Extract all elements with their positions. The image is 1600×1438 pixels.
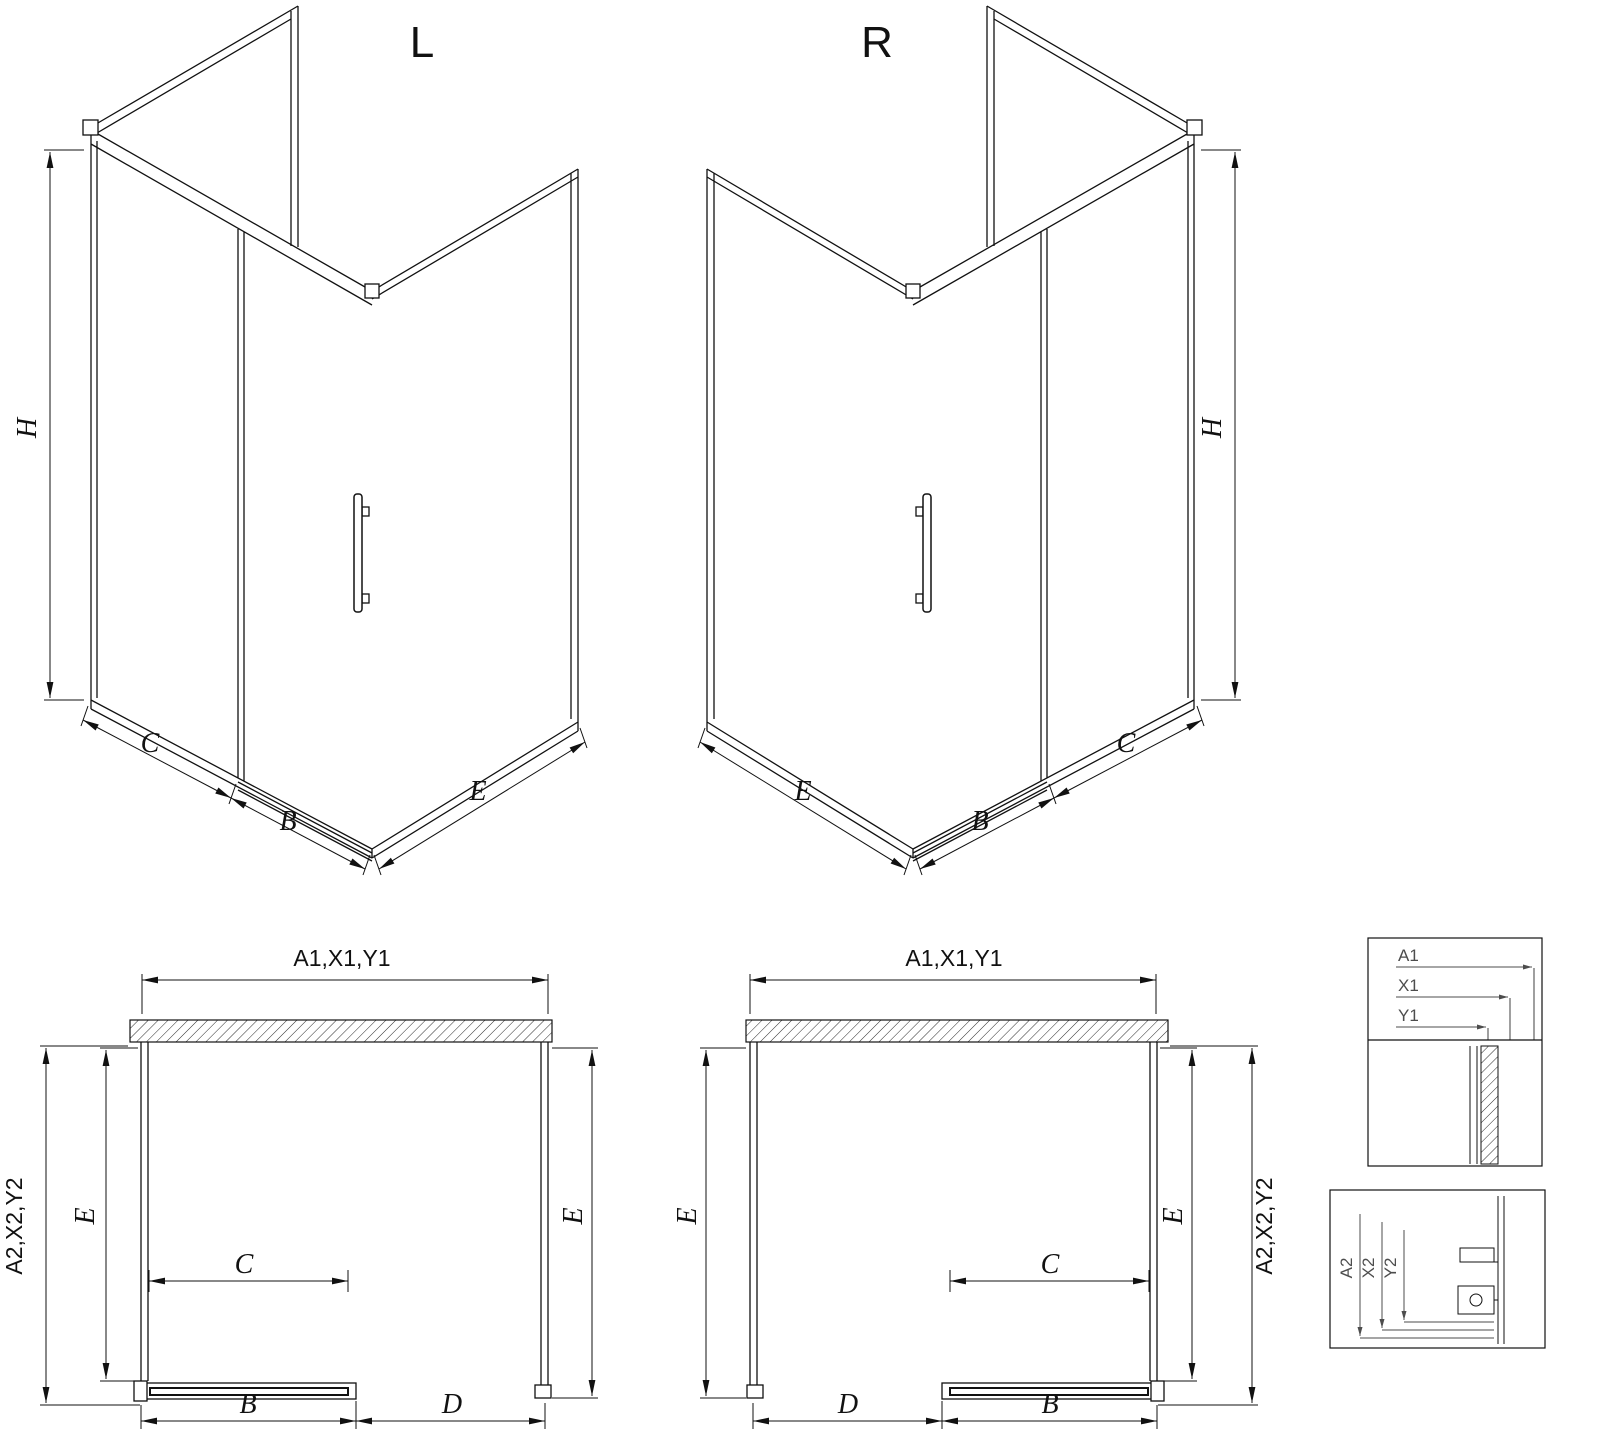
dim-d: D	[356, 1389, 546, 1429]
wall-hatch	[1480, 1045, 1499, 1165]
detail-label-x1: X1	[1398, 976, 1419, 995]
glass-profile	[1497, 1196, 1505, 1344]
side-panel-left	[706, 168, 914, 850]
detail-label-a1: A1	[1398, 946, 1419, 965]
plan-view-right: A1,X1,Y1 C E E	[672, 945, 1277, 1429]
far-side-panel	[90, 5, 299, 247]
detail-label-a2: A2	[1337, 1258, 1356, 1279]
door-track-assembly	[133, 1380, 357, 1402]
plan-view-left: A1,X1,Y1 C E A2,X2,Y2	[1, 945, 598, 1429]
corner-profile-left	[746, 1384, 764, 1399]
corner-post	[905, 283, 921, 299]
glass-profile	[1469, 1046, 1478, 1164]
dim-e-right: E	[1158, 1047, 1197, 1382]
dim-label-c: C	[1041, 1249, 1060, 1280]
dim-c: C	[1048, 705, 1205, 805]
glass-side-left	[140, 1042, 149, 1381]
far-side-panel	[986, 5, 1195, 247]
door-handle	[915, 493, 932, 613]
dim-label-c: C	[1117, 728, 1136, 759]
dim-label-h: H	[12, 416, 43, 439]
glass-side-left	[749, 1042, 758, 1398]
iso-view-right: R H E	[697, 5, 1241, 876]
dim-e: E	[697, 727, 912, 876]
dim-label-e: E	[468, 776, 486, 807]
detail-section-top: A1 X1 Y1	[1367, 937, 1543, 1167]
sliding-door-panel	[949, 1387, 1149, 1396]
detail-section-bottom: A2 X2 Y2	[1329, 1189, 1546, 1349]
detail-label-y2: Y2	[1381, 1258, 1400, 1279]
dim-e-right: E	[552, 1047, 598, 1399]
dim-label-b: B	[279, 806, 296, 837]
sliding-door-panel	[149, 1387, 349, 1396]
dim-width-a1: A1,X1,Y1	[141, 945, 549, 1014]
glass-side-right	[1149, 1042, 1158, 1381]
detail-labels: A1 X1 Y1	[1396, 946, 1532, 1030]
dim-label-b: B	[971, 806, 988, 837]
side-panel-right	[371, 168, 579, 850]
dim-label-e-left: E	[672, 1207, 703, 1225]
wall-bracket	[1186, 119, 1203, 136]
wall-bracket	[82, 119, 99, 136]
detail-frame	[1329, 1189, 1546, 1349]
dim-label-b: B	[239, 1389, 256, 1420]
front-door-wall	[90, 129, 373, 862]
dim-label-e-right: E	[1158, 1207, 1189, 1225]
front-door-wall	[912, 129, 1195, 862]
view-title-right: R	[861, 18, 893, 67]
dim-label-e-right: E	[558, 1207, 589, 1225]
dim-label-b: B	[1041, 1389, 1058, 1420]
corner-post	[364, 283, 380, 299]
wall-section-hatched	[745, 1019, 1169, 1043]
dim-height-h: H	[12, 149, 84, 701]
base-tray	[706, 700, 1195, 859]
dim-width-a1: A1,X1,Y1	[749, 945, 1157, 1014]
dim-label-e: E	[793, 776, 811, 807]
wall-profile-left	[133, 1380, 148, 1402]
dim-e-left: E	[672, 1047, 746, 1399]
dim-d: D	[752, 1389, 942, 1429]
dim-b: B	[914, 797, 1055, 876]
detail-label-x2: X2	[1359, 1258, 1378, 1279]
iso-view-left: L H C	[12, 5, 588, 876]
dim-label-c: C	[141, 728, 160, 759]
dim-label-d: D	[837, 1389, 858, 1420]
dim-label-e-left: E	[70, 1207, 101, 1225]
dim-label-a1: A1,X1,Y1	[905, 945, 1002, 971]
view-title-left: L	[410, 18, 434, 67]
base-tray	[90, 700, 579, 859]
dim-label-d: D	[441, 1389, 462, 1420]
dim-label-h: H	[1197, 416, 1228, 439]
reference-ticks	[1487, 968, 1535, 1040]
dim-label-a1: A1,X1,Y1	[293, 945, 390, 971]
detail-frame	[1367, 937, 1543, 1167]
dim-label-a2: A2,X2,Y2	[1, 1177, 27, 1274]
dim-b: B	[230, 797, 371, 876]
detail-label-y1: Y1	[1398, 1006, 1419, 1025]
wall-section-hatched	[129, 1019, 553, 1043]
dim-e: E	[373, 727, 588, 876]
wall-profile-right	[1150, 1380, 1165, 1402]
corner-profile-right	[534, 1384, 552, 1399]
dim-c: C	[80, 705, 237, 805]
dim-label-a2: A2,X2,Y2	[1251, 1177, 1277, 1274]
dim-label-c: C	[235, 1249, 254, 1280]
dim-b: B	[941, 1389, 1158, 1429]
dim-a2-outer: A2,X2,Y2	[1, 1045, 140, 1406]
dim-c: C	[148, 1249, 349, 1292]
door-handle	[353, 493, 370, 613]
bottom-track-profile	[1457, 1247, 1498, 1315]
door-track-assembly	[941, 1380, 1165, 1402]
dim-e-left: E	[70, 1047, 138, 1382]
dim-a2-outer: A2,X2,Y2	[1158, 1045, 1277, 1406]
glass-side-right	[540, 1042, 549, 1398]
reference-ticks	[1360, 1321, 1494, 1339]
detail-labels: A2 X2 Y2	[1337, 1214, 1407, 1336]
dim-height-h: H	[1197, 149, 1241, 701]
dim-c: C	[949, 1249, 1150, 1292]
